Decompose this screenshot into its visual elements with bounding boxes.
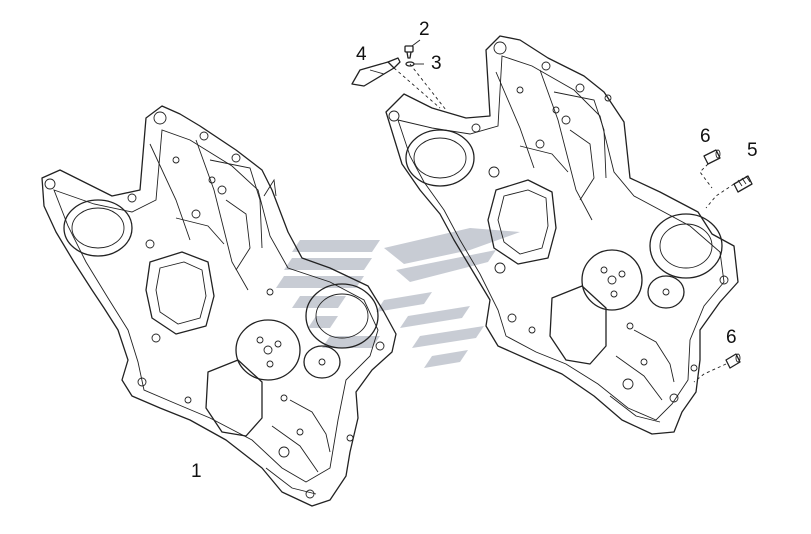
callout-3: 3 bbox=[431, 53, 442, 74]
stud-part bbox=[733, 175, 753, 193]
leader-lines bbox=[369, 39, 424, 75]
watermark-logo bbox=[276, 228, 520, 368]
callout-4: 4 bbox=[356, 44, 367, 65]
timing-cover-housing-left bbox=[41, 105, 397, 507]
callout-1: 1 bbox=[191, 461, 202, 482]
assembly-lines bbox=[393, 63, 735, 383]
timing-cover-housing-right bbox=[385, 35, 739, 435]
dowel-pin-lower bbox=[725, 353, 741, 369]
callout-6-lower: 6 bbox=[726, 327, 737, 348]
screw-part bbox=[404, 45, 414, 59]
sealant-tube-part bbox=[351, 57, 401, 87]
callout-2: 2 bbox=[419, 19, 430, 40]
dowel-pin-upper bbox=[703, 149, 721, 165]
callout-5: 5 bbox=[747, 140, 758, 161]
callout-6-upper: 6 bbox=[700, 126, 711, 147]
